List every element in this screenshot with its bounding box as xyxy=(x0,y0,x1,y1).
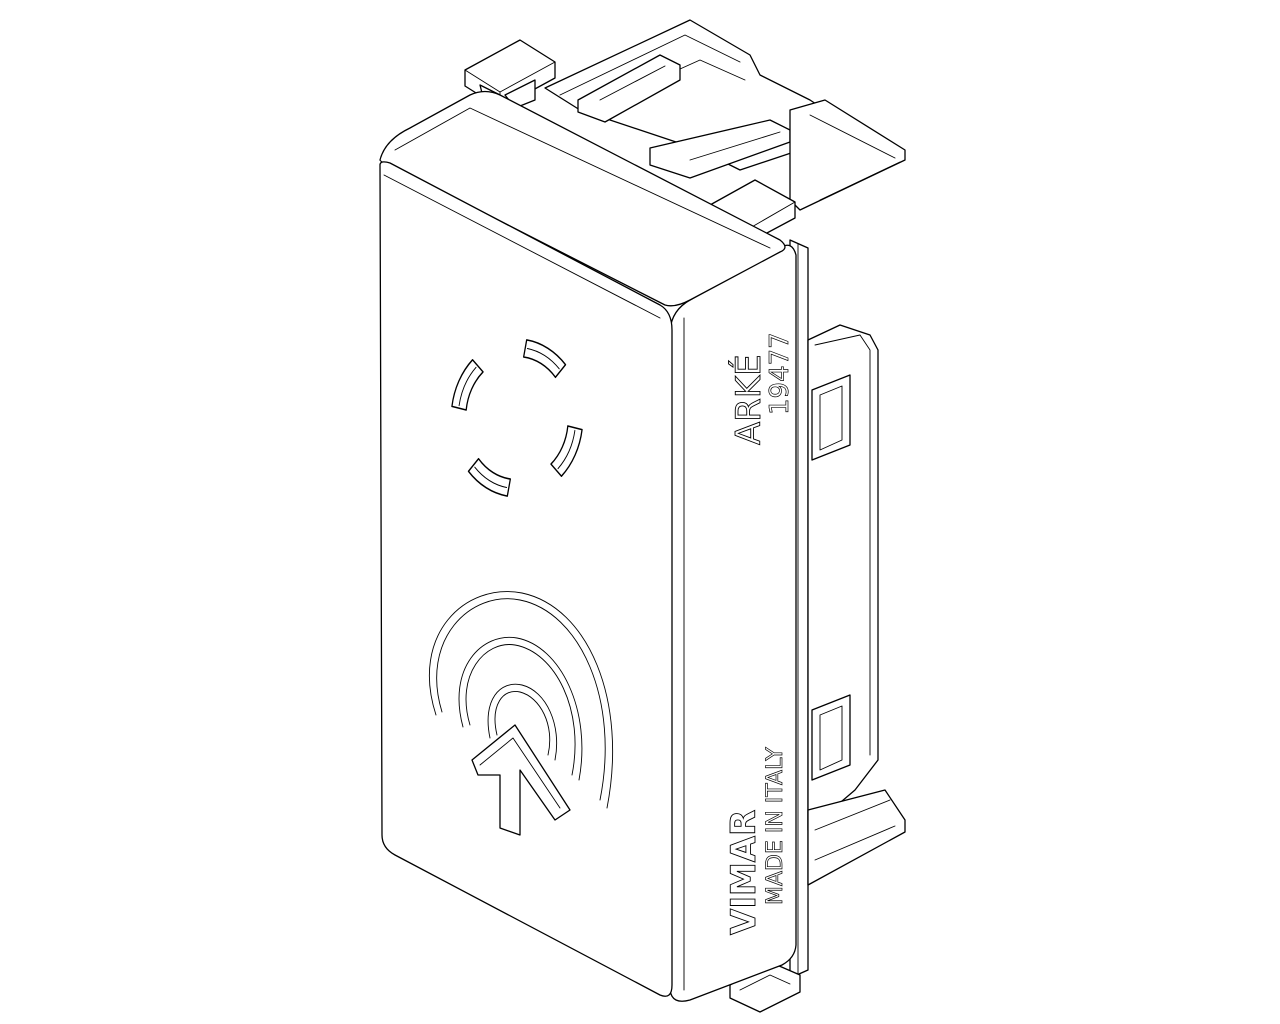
origin-label: MADE IN ITALY xyxy=(763,747,788,905)
device-body xyxy=(379,90,797,1002)
series-label: ARKÉ xyxy=(728,354,769,445)
wireless-signal-arrow-icon xyxy=(429,591,614,836)
four-segment-ring-icon xyxy=(451,339,583,497)
brand-label: VIMAR xyxy=(724,810,764,935)
side-labels: ARKÉ 19477 VIMAR MADE IN ITALY xyxy=(724,332,796,936)
code-label: 19477 xyxy=(765,332,795,415)
rear-clips xyxy=(544,19,906,211)
